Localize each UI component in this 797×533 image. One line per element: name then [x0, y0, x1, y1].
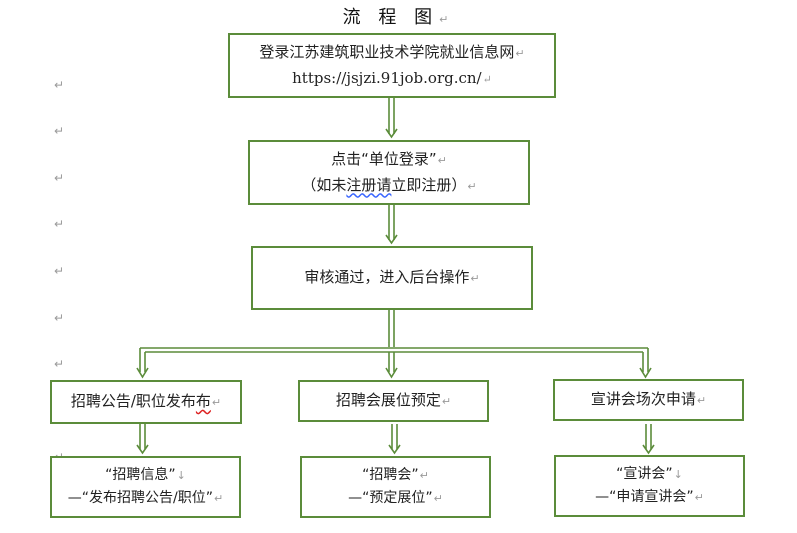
title-text: 流 程 图 [342, 7, 439, 28]
menu-subitem: —“发布招聘公告/职位”↵ [67, 490, 224, 506]
option-booth-booking: 招聘会展位预定↵ [298, 380, 489, 422]
paragraph-mark: ↵ [54, 171, 65, 185]
paragraph-mark: ↵ [439, 13, 455, 26]
page-title: 流 程 图↵ [0, 3, 797, 29]
step-subtext: （如未注册请立即注册）↵ [301, 175, 477, 194]
menu-subitem: —“申请宣讲会”↵ [595, 489, 704, 505]
option-seminar-apply: 宣讲会场次申请↵ [553, 379, 744, 421]
paragraph-mark: ↵ [54, 264, 65, 278]
option-text: 招聘会展位预定↵ [335, 391, 452, 409]
arrow-head [385, 234, 398, 245]
arrow-head [136, 367, 149, 379]
step-text: 审核通过，进入后台操作↵ [304, 268, 480, 286]
arrow-head [639, 367, 652, 379]
arrow-head [136, 444, 149, 455]
step-unit-login: 点击“单位登录”↵ （如未注册请立即注册）↵ [248, 140, 530, 205]
option-text: 宣讲会场次申请↵ [590, 390, 707, 408]
step-review-pass: 审核通过，进入后台操作↵ [251, 246, 533, 310]
arrow-head [388, 444, 401, 455]
menu-name: “招聘会”↵ [362, 467, 429, 483]
menu-path-job-fair: “招聘会”↵ —“预定展位”↵ [300, 456, 491, 518]
site-url: https://jsjzi.91job.org.cn/↵ [292, 68, 492, 87]
option-text: 招聘公告/职位发布布↵ [70, 392, 222, 410]
step-text: 点击“单位登录”↵ [331, 149, 447, 168]
option-job-posting: 招聘公告/职位发布布↵ [50, 380, 242, 424]
menu-path-recruit-info: “招聘信息”↓ —“发布招聘公告/职位”↵ [50, 456, 241, 518]
arrow-head [385, 367, 398, 379]
paragraph-mark: ↵ [54, 357, 65, 371]
paragraph-mark: ↵ [54, 124, 65, 138]
paragraph-mark: ↵ [54, 78, 65, 92]
arrow-head [642, 444, 655, 455]
menu-subitem: —“预定展位”↵ [348, 490, 443, 506]
step-text: 登录江苏建筑职业技术学院就业信息网↵ [259, 42, 525, 61]
menu-name: “招聘信息”↓ [105, 467, 186, 483]
menu-path-seminar: “宣讲会”↓ —“申请宣讲会”↵ [554, 455, 745, 517]
paragraph-mark: ↵ [54, 311, 65, 325]
menu-name: “宣讲会”↓ [616, 466, 683, 482]
arrow-head [385, 128, 398, 139]
step-login-site: 登录江苏建筑职业技术学院就业信息网↵ https://jsjzi.91job.o… [228, 33, 556, 98]
paragraph-mark: ↵ [54, 217, 65, 231]
